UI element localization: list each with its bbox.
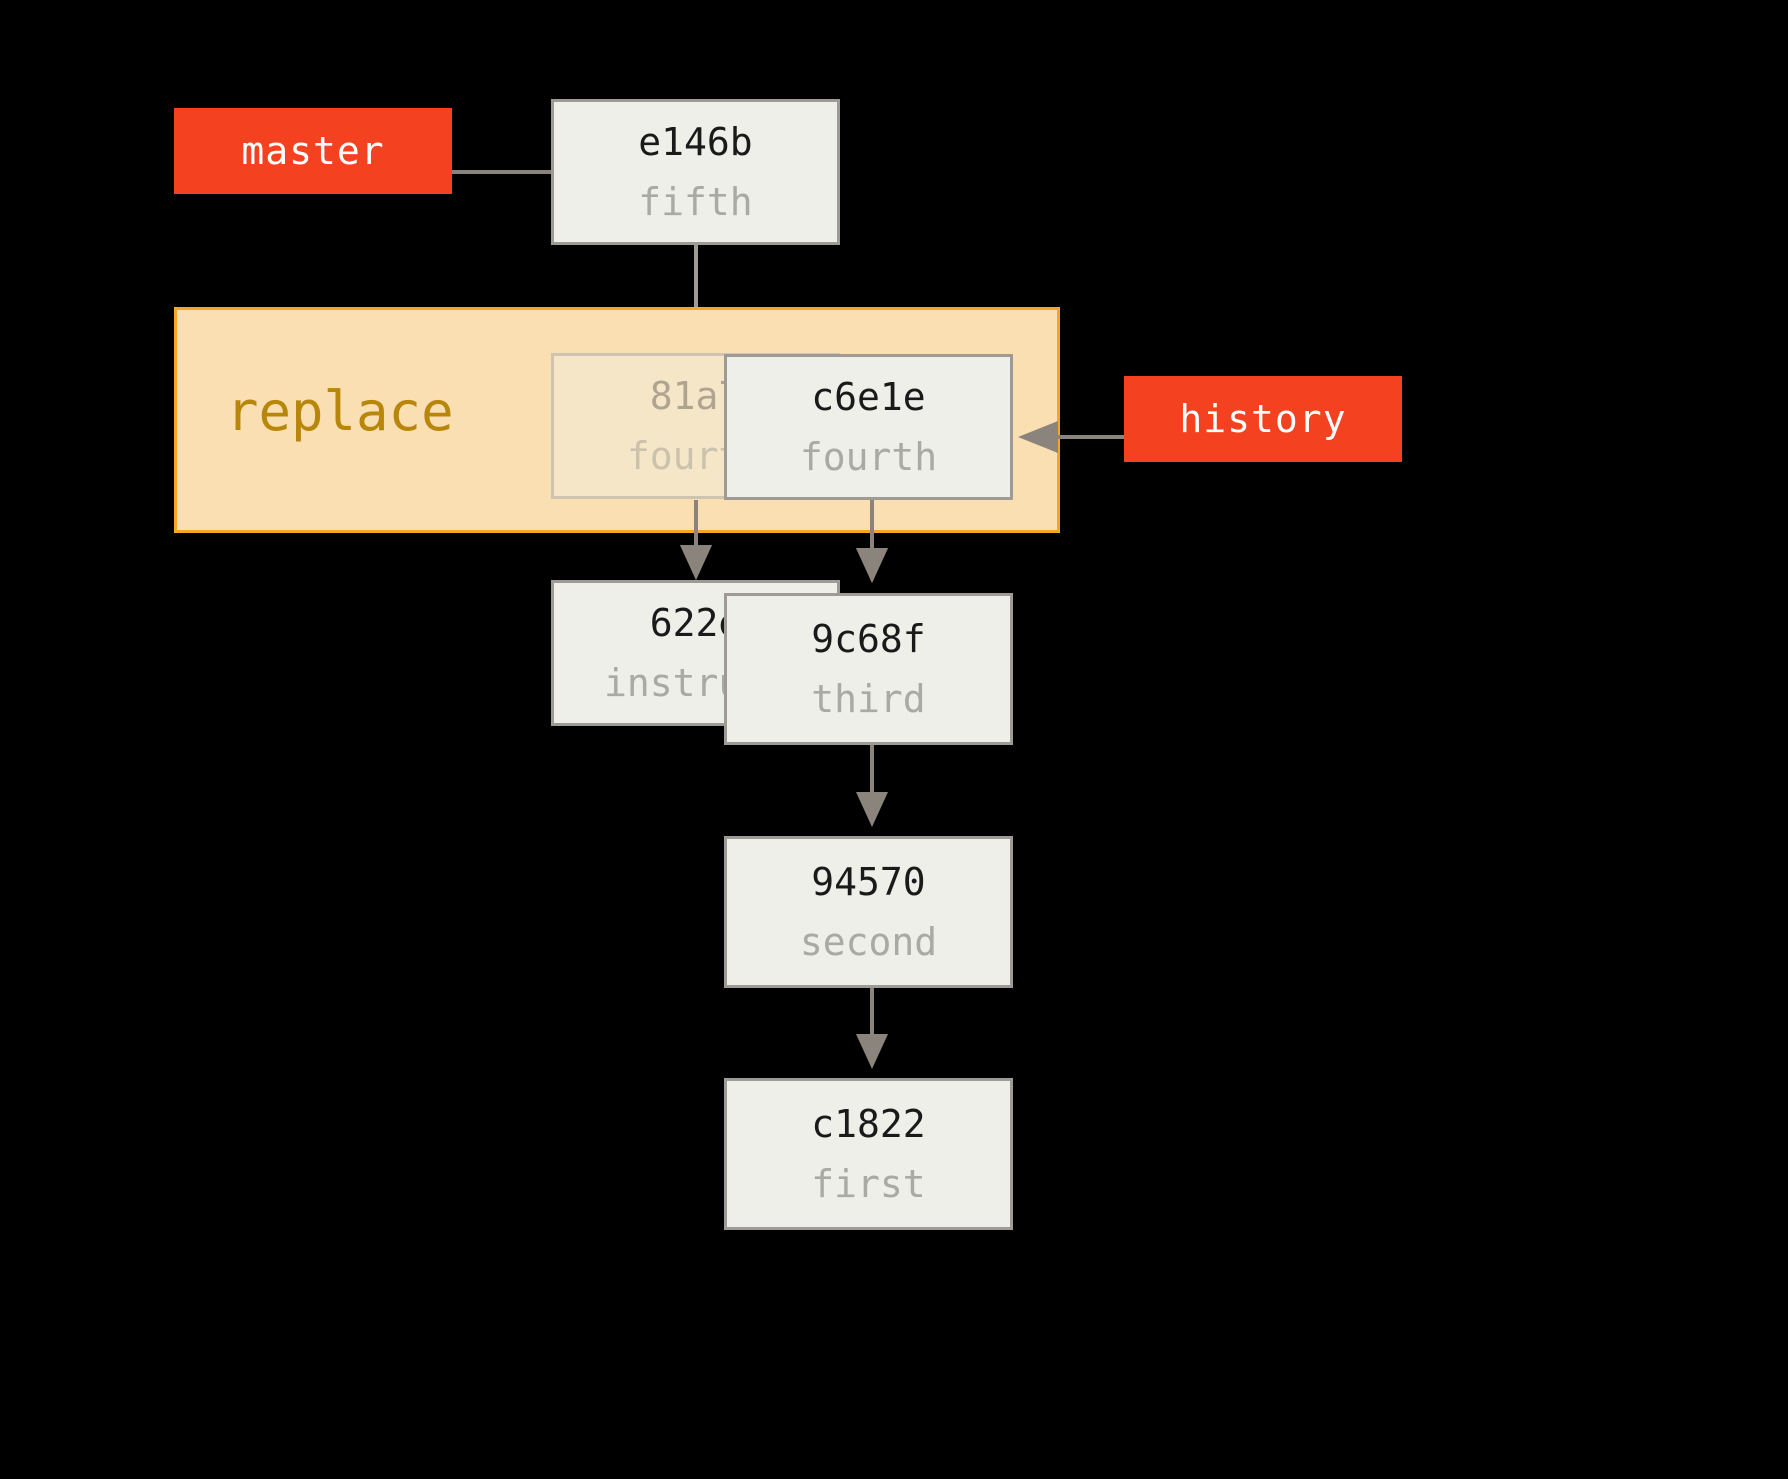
commit-sha-e146b: e146b (638, 120, 753, 164)
ref-label-master[interactable]: master (174, 108, 452, 194)
commit-node-e146b[interactable]: e146b fifth (551, 99, 840, 245)
commit-message-c1822: first (811, 1162, 926, 1206)
commit-message-e146b: fifth (638, 180, 753, 224)
edge-9c68f-to-94570 (856, 745, 888, 827)
commit-sha-c1822: c1822 (811, 1102, 926, 1146)
commit-message-c6e1e: fourth (799, 435, 938, 479)
commit-node-c1822[interactable]: c1822 first (724, 1078, 1013, 1230)
ref-label-master-text: master (241, 129, 385, 173)
replace-region-label: replace (226, 380, 454, 443)
ref-label-history[interactable]: history (1124, 376, 1402, 462)
commit-sha-9c68f: 9c68f (811, 617, 926, 661)
commit-sha-94570: 94570 (811, 860, 926, 904)
commit-node-94570[interactable]: 94570 second (724, 836, 1013, 988)
edge-94570-to-c1822 (856, 988, 888, 1069)
ref-label-history-text: history (1179, 397, 1347, 441)
commit-sha-c6e1e: c6e1e (811, 375, 926, 419)
commit-message-94570: second (799, 920, 938, 964)
commit-node-9c68f[interactable]: 9c68f third (724, 593, 1013, 745)
commit-node-c6e1e[interactable]: c6e1e fourth (724, 354, 1013, 500)
commit-message-9c68f: third (811, 677, 926, 721)
